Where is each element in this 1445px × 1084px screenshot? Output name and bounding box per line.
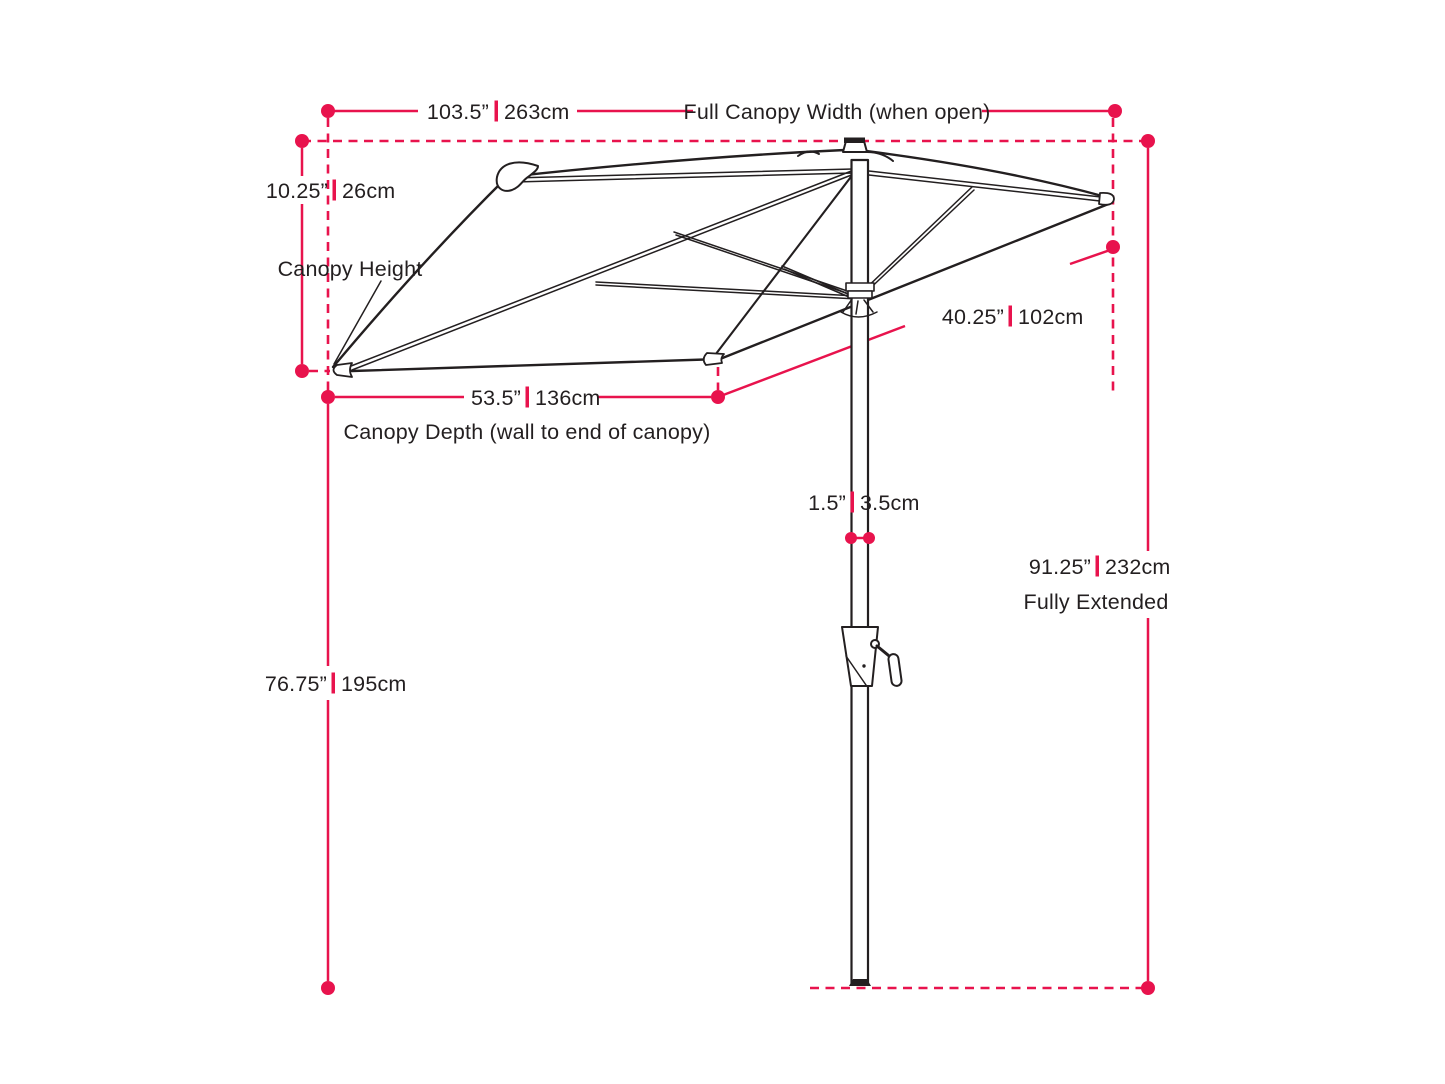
umbrella-finial	[797, 137, 894, 162]
unit-divider	[525, 386, 529, 408]
canopy-tip-left	[332, 362, 353, 378]
full-width-label: Full Canopy Width (when open)	[684, 100, 991, 124]
full-height-cm: 232cm	[1105, 555, 1171, 579]
canopy-tip-front	[702, 352, 725, 366]
full-height-inches: 91.25”	[1029, 555, 1091, 579]
unit-divider	[850, 491, 854, 513]
dimension-lines-behind	[302, 118, 1148, 399]
canopy-tip-right	[1098, 191, 1115, 206]
umbrella-canopy	[331, 148, 1113, 373]
dim-full-canopy-width	[321, 104, 1122, 118]
dim-canopy-depth	[321, 367, 725, 404]
crank-handle	[887, 653, 903, 687]
unit-divider	[1095, 555, 1099, 577]
pole-height-cm: 195cm	[341, 672, 407, 696]
diagonal-dimension-line	[717, 324, 906, 399]
diagonal-cm: 102cm	[1018, 305, 1084, 329]
canopy-height-inches: 10.25”	[266, 179, 328, 203]
dimension-labels: 103.5” 263cm Full Canopy Width (when ope…	[265, 100, 1171, 696]
pole-diameter-cm: 3.5cm	[860, 491, 920, 515]
canopy-depth-inches: 53.5”	[471, 386, 521, 410]
canopy-height-label: Canopy Height	[278, 257, 423, 281]
canopy-pocket-flap	[495, 161, 539, 192]
full-width-cm: 263cm	[504, 100, 570, 124]
full-height-label: Fully Extended	[1023, 590, 1168, 614]
canopy-height-leader-line	[333, 280, 382, 365]
dim-diagonal-dot	[1106, 240, 1120, 254]
umbrella-illustration	[331, 137, 1115, 986]
dim-full-height	[1141, 148, 1155, 995]
crank-assembly	[841, 626, 903, 687]
crank-housing	[841, 626, 879, 687]
pole-diameter-inches: 1.5”	[808, 491, 846, 515]
umbrella-struts	[595, 186, 975, 301]
unit-divider	[332, 179, 336, 201]
umbrella-ribs	[350, 168, 1102, 371]
umbrella-runner-hub	[840, 282, 878, 318]
pole-foot	[849, 979, 871, 986]
diagonal-inches: 40.25”	[942, 305, 1004, 329]
full-width-inches: 103.5”	[427, 100, 489, 124]
unit-divider	[1008, 305, 1012, 327]
unit-divider	[494, 100, 498, 122]
canopy-height-cm: 26cm	[342, 179, 395, 203]
dim-pole-height	[321, 404, 335, 995]
canopy-depth-cm: 136cm	[535, 386, 601, 410]
dim-pole-diameter	[845, 532, 875, 544]
unit-divider	[331, 672, 335, 694]
dimension-annotations	[295, 104, 1155, 995]
canopy-depth-label: Canopy Depth (wall to end of canopy)	[344, 420, 711, 444]
dim-canopy-height	[295, 134, 1155, 378]
diagonal-dimension-line	[1069, 247, 1114, 266]
pole-height-inches: 76.75”	[265, 672, 327, 696]
